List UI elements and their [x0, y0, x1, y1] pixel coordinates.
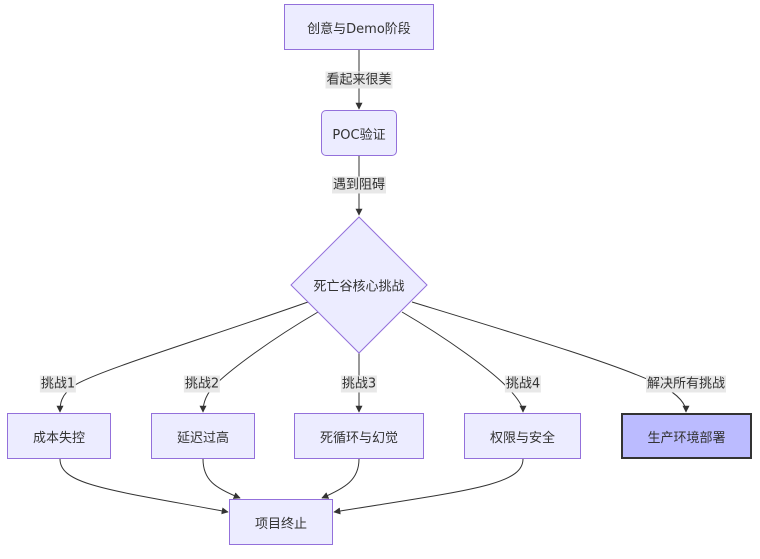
node-perm[interactable]: 权限与安全: [464, 413, 581, 459]
node-end[interactable]: 项目终止: [229, 499, 333, 545]
node-prod-label: 生产环境部署: [647, 430, 726, 446]
edge-label-valley-perm: 挑战4: [504, 375, 542, 393]
node-prod[interactable]: 生产环境部署: [621, 413, 752, 459]
node-perm-label: 权限与安全: [489, 430, 555, 446]
edge-cost-end: [59, 458, 229, 515]
edge-label-valley-prod: 解决所有挑战: [645, 375, 727, 393]
edge-label-valley-latency: 挑战2: [183, 375, 221, 393]
edge-valley-prod: [411, 301, 690, 413]
node-loop-label: 死循环与幻觉: [319, 430, 398, 446]
edge-valley-cost: [56, 301, 309, 413]
node-cost-label: 成本失控: [32, 430, 85, 446]
node-latency[interactable]: 延迟过高: [151, 413, 255, 459]
edge-label-valley-loop: 挑战3: [340, 375, 378, 393]
edge-valley-latency: [199, 311, 319, 413]
node-poc[interactable]: POC验证: [321, 110, 397, 156]
node-loop[interactable]: 死循环与幻觉: [294, 413, 424, 459]
node-start-label: 创意与Demo阶段: [307, 21, 411, 37]
node-latency-label: 延迟过高: [176, 430, 229, 446]
edge-loop-end: [321, 458, 360, 499]
edge-valley-perm: [401, 311, 527, 413]
node-end-label: 项目终止: [254, 516, 307, 532]
edge-perm-end: [333, 458, 524, 515]
edge-label-valley-cost: 挑战1: [39, 375, 77, 393]
decision-diamond: [290, 216, 428, 354]
node-cost[interactable]: 成本失控: [7, 413, 111, 459]
node-start[interactable]: 创意与Demo阶段: [284, 4, 434, 50]
edge-label-start-poc: 看起来很美: [325, 71, 393, 89]
edge-latency-end: [202, 458, 241, 499]
node-valley-label: 死亡谷核心挑战: [313, 279, 405, 295]
edge-label-poc-valley: 遇到阻碍: [331, 176, 387, 194]
node-poc-label: POC验证: [332, 127, 386, 143]
